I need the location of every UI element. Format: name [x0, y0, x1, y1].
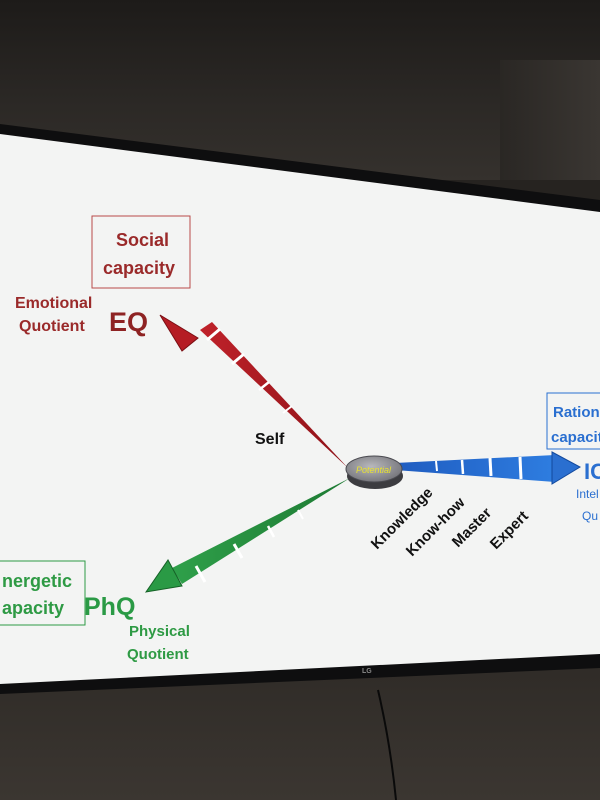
iq-abbreviation: IC — [584, 459, 600, 484]
energetic-capacity-box — [0, 560, 86, 626]
tv-cable — [377, 689, 397, 800]
iq-arrow — [395, 451, 582, 485]
rational-capacity-line2: capacit — [551, 429, 600, 446]
intelligence-quotient-line1: Intel — [576, 487, 599, 501]
emotional-quotient-line1: Emotional — [15, 295, 92, 312]
energetic-capacity-line2: apacity — [2, 598, 64, 618]
emotional-quotient-line2: Quotient — [19, 318, 85, 335]
phq-arrow — [144, 478, 350, 593]
tv-screen — [0, 134, 600, 684]
eq-abbreviation: EQ — [109, 307, 148, 337]
potential-label: Potential — [356, 465, 392, 475]
tv-brand-logo: LG — [362, 668, 372, 675]
potential-disc — [345, 455, 403, 489]
wall-panel — [500, 60, 600, 180]
social-capacity-line1: Social — [116, 230, 169, 250]
physical-quotient-line1: Physical — [129, 623, 190, 640]
phq-abbreviation: PhQ — [84, 593, 135, 621]
physical-quotient-line2: Quotient — [127, 646, 189, 663]
rational-capacity-line1: Rationa — [553, 404, 600, 421]
energetic-capacity-line1: nergetic — [2, 571, 72, 591]
social-capacity-line2: capacity — [103, 258, 175, 278]
intelligence-quotient-line2: Qu — [582, 509, 598, 523]
social-capacity-box — [91, 215, 191, 289]
self-stage-label: Self — [255, 431, 285, 448]
rational-capacity-box — [546, 392, 600, 450]
eq-arrow — [159, 314, 348, 468]
